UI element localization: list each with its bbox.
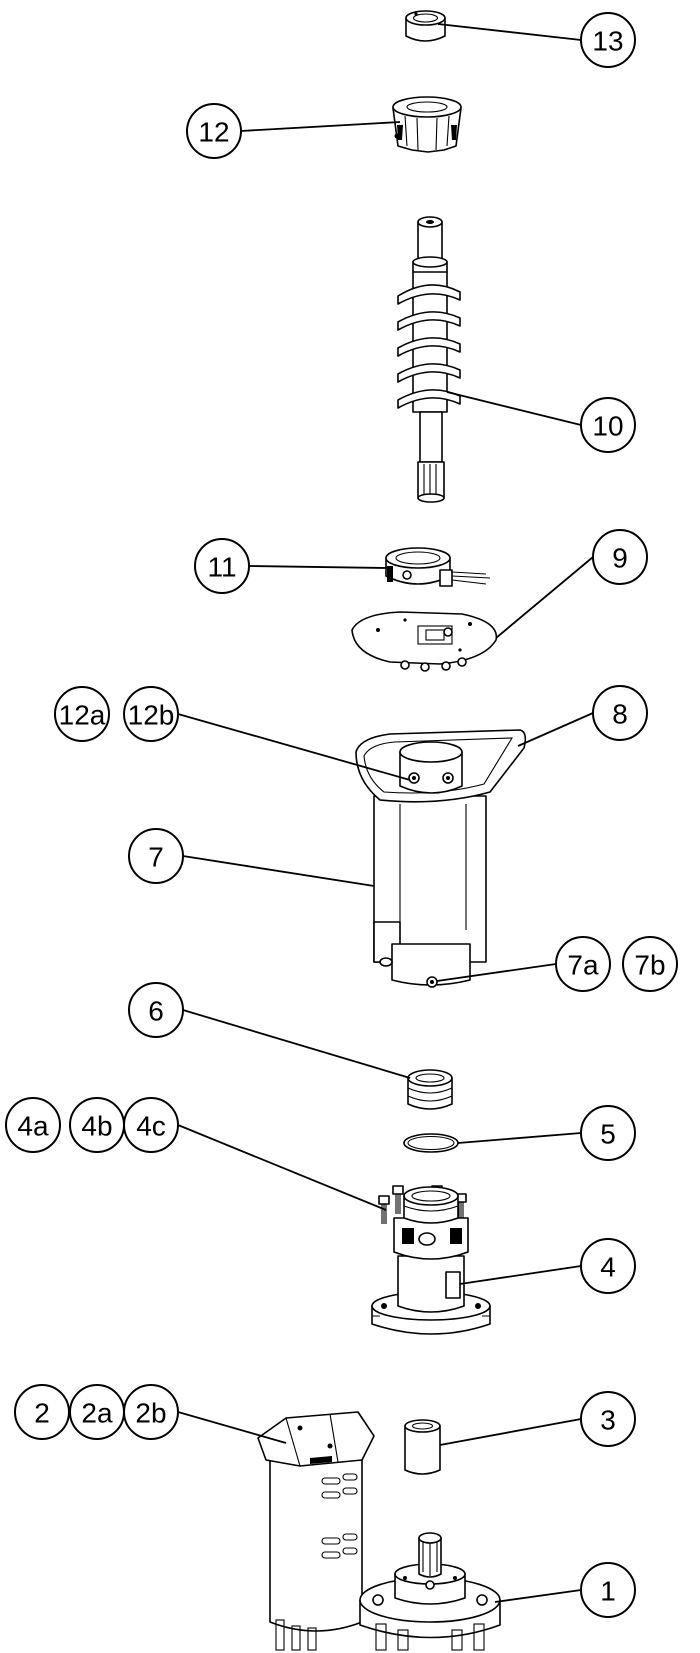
callout-12-label: 12 bbox=[198, 117, 229, 148]
callout-12a-label: 12a bbox=[59, 700, 106, 731]
leader-lines bbox=[177, 23, 594, 1603]
callout-9: 9 bbox=[592, 529, 648, 585]
part-10-auger-shaft bbox=[397, 216, 461, 503]
part-8-hopper bbox=[355, 729, 527, 803]
part-11-clamp bbox=[385, 547, 491, 587]
part-13-cap bbox=[405, 10, 446, 42]
part-6-seal bbox=[407, 1069, 453, 1110]
callout-11-label: 11 bbox=[207, 552, 236, 583]
callout-13: 13 bbox=[580, 12, 636, 68]
part-9-mounting-plate bbox=[351, 611, 498, 672]
callout-12b-label: 12b bbox=[128, 700, 175, 731]
callout-8-label: 8 bbox=[612, 699, 628, 730]
part-7-housing bbox=[373, 795, 487, 988]
callout-2a: 2a bbox=[69, 1384, 125, 1440]
part-1-motor-base bbox=[359, 1532, 501, 1651]
callout-4-label: 4 bbox=[600, 1252, 616, 1283]
callout-4a-label: 4a bbox=[17, 1111, 49, 1142]
callout-7: 7 bbox=[128, 828, 184, 884]
callout-2b: 2b bbox=[123, 1384, 179, 1440]
part-5-o-ring bbox=[403, 1133, 459, 1153]
callout-4a: 4a bbox=[5, 1097, 61, 1153]
callout-3: 3 bbox=[580, 1391, 636, 1447]
part-12-crown bbox=[392, 96, 462, 153]
callout-10-label: 10 bbox=[592, 411, 623, 442]
callout-7b-label: 7b bbox=[634, 950, 665, 981]
callout-4: 4 bbox=[580, 1238, 636, 1294]
part-2-motor-cover bbox=[257, 1411, 375, 1651]
callout-2a-label: 2a bbox=[81, 1398, 113, 1429]
callout-8: 8 bbox=[592, 685, 648, 741]
callout-7a: 7a bbox=[555, 936, 611, 992]
callout-7-label: 7 bbox=[148, 842, 164, 873]
part-3-coupler bbox=[404, 1419, 441, 1475]
callout-4c: 4c bbox=[123, 1097, 179, 1153]
callout-6: 6 bbox=[128, 982, 184, 1038]
callout-2: 2 bbox=[14, 1384, 70, 1440]
callout-12: 12 bbox=[186, 103, 242, 159]
callout-3-label: 3 bbox=[600, 1405, 616, 1436]
callout-1: 1 bbox=[580, 1562, 636, 1618]
callout-11: 11 bbox=[194, 538, 250, 594]
callout-12a: 12a bbox=[54, 686, 110, 742]
callout-13-label: 13 bbox=[592, 26, 623, 57]
callout-5: 5 bbox=[580, 1105, 636, 1161]
callout-12b: 12b bbox=[123, 686, 179, 742]
callout-5-label: 5 bbox=[600, 1119, 616, 1150]
callout-2b-label: 2b bbox=[135, 1398, 166, 1429]
callout-4b: 4b bbox=[69, 1097, 125, 1153]
callout-4c-label: 4c bbox=[136, 1111, 166, 1142]
callout-2-label: 2 bbox=[34, 1398, 50, 1429]
callout-9-label: 9 bbox=[612, 543, 628, 574]
callout-1-label: 1 bbox=[600, 1576, 616, 1607]
part-4-bearing-housing bbox=[371, 1186, 491, 1335]
callout-4b-label: 4b bbox=[81, 1111, 112, 1142]
callout-6-label: 6 bbox=[148, 996, 164, 1027]
callout-7a-label: 7a bbox=[567, 950, 599, 981]
callout-7b: 7b bbox=[622, 936, 678, 992]
callout-10: 10 bbox=[580, 397, 636, 453]
